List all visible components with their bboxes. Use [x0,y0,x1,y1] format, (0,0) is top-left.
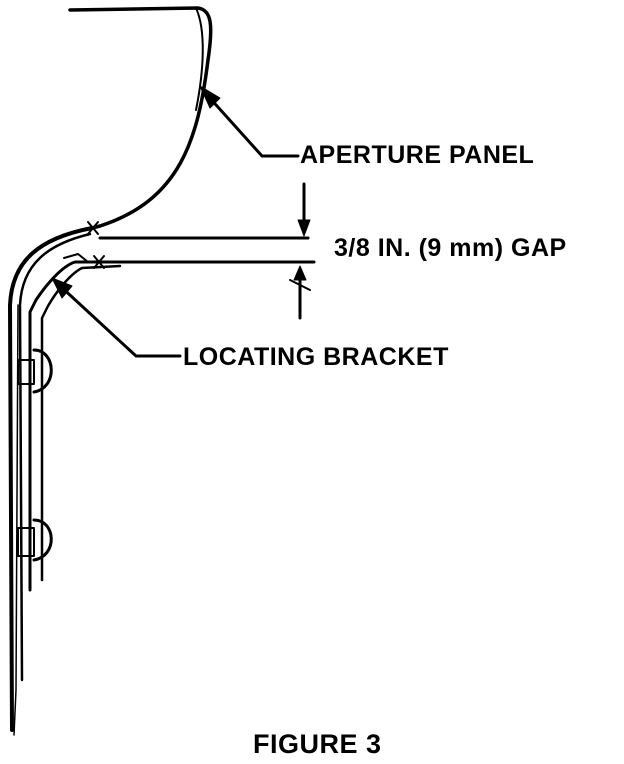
gap-dimension-arrows [289,182,311,320]
fastener-lower [17,518,53,562]
leader-aperture-panel [206,94,300,158]
fastener-upper [17,348,53,394]
arrow-aperture-panel [199,85,221,109]
figure-caption: FIGURE 3 [253,729,382,759]
leader-locating-bracket [56,282,182,358]
label-locating-bracket: LOCATING BRACKET [183,343,449,371]
body-panel-part [8,226,94,736]
label-aperture-panel: APERTURE PANEL [300,141,535,169]
arrow-locating-bracket [51,277,73,299]
label-gap-dimension: 3/8 IN. (9 mm) GAP [334,234,567,262]
aperture-panel-part [68,6,213,230]
locating-bracket-part [28,253,122,592]
weld-mark [87,221,99,235]
